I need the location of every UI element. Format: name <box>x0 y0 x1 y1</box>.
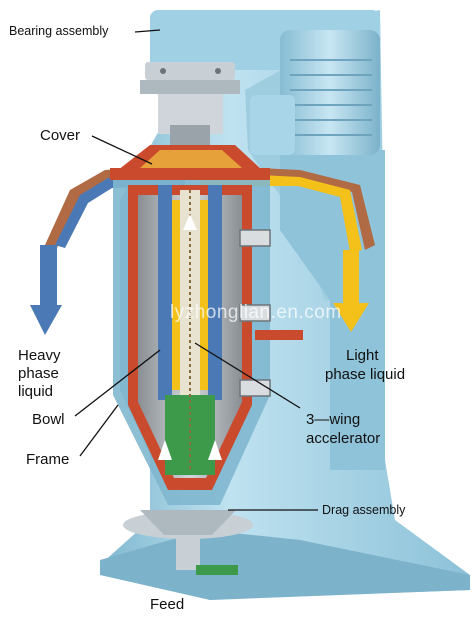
watermark: lyzhonglian.en.com <box>170 302 342 323</box>
side-latches <box>239 229 271 397</box>
leader-lines <box>74 29 318 511</box>
label-heavy-phase-1: Heavy <box>18 347 61 364</box>
name-plate <box>255 330 303 340</box>
motor <box>150 10 380 155</box>
label-bearing-assembly: Bearing assembly <box>9 24 109 38</box>
label-drag-assembly: Drag assembly <box>322 503 406 517</box>
label-light-phase-1: Light <box>346 347 379 364</box>
label-cover: Cover <box>40 127 81 144</box>
label-heavy-phase-3: liquid <box>18 383 54 400</box>
drag-assembly <box>123 510 253 575</box>
label-bowl: Bowl <box>32 411 65 428</box>
inner-liquid <box>158 185 222 475</box>
heavy-phase-outlet <box>30 165 185 335</box>
label-accelerator-2: accelerator <box>306 430 381 447</box>
heavy-phase-arrow <box>30 305 62 335</box>
label-feed: Feed <box>150 596 185 613</box>
cover <box>110 145 270 180</box>
label-accelerator-1: 3—wing <box>306 411 361 428</box>
label-heavy-phase-2: phase <box>18 365 59 382</box>
light-phase-outlet <box>200 165 375 332</box>
bearing-assembly <box>140 62 240 155</box>
feed-pipe <box>196 565 238 575</box>
label-frame: Frame <box>26 451 70 468</box>
light-phase-arrow <box>333 303 369 332</box>
label-light-phase-2: phase liquid <box>325 366 406 383</box>
